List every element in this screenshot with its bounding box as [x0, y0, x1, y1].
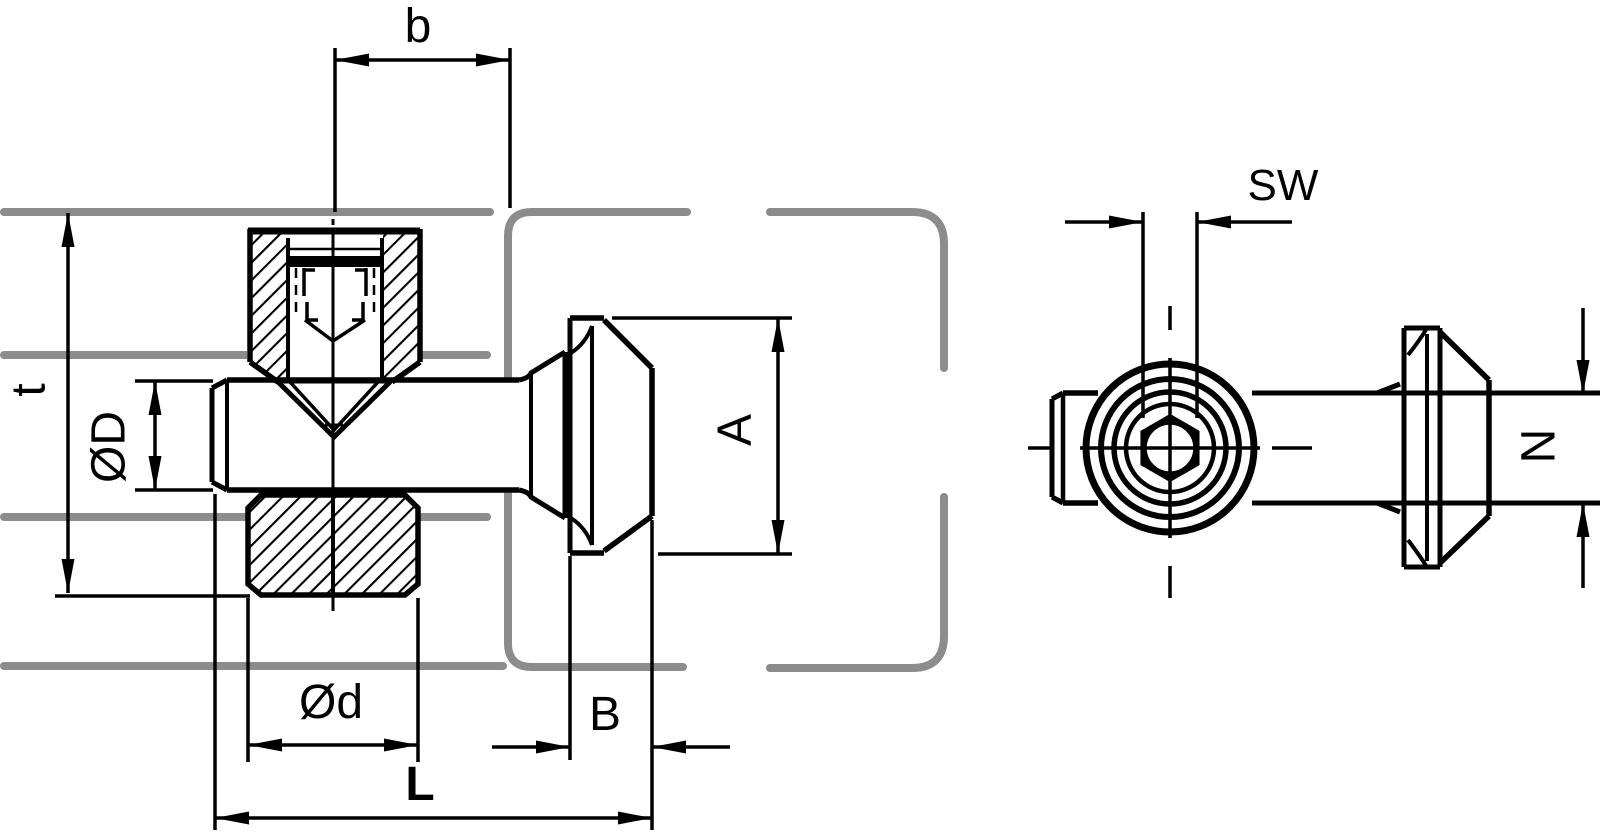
neck-flare-bottom: [518, 487, 567, 521]
dim-b-arrow-left: [335, 53, 369, 67]
end-view-centerlines: [1028, 306, 1312, 598]
shaft-outline: [209, 349, 567, 521]
dim-L: L: [213, 494, 652, 830]
end-cone-bottom: [1438, 514, 1491, 565]
dim-D-arrow-down: [148, 456, 162, 490]
thread-hook-upper-left: [302, 268, 315, 296]
dim-label-b: b: [405, 0, 432, 53]
dim-label-t: t: [3, 383, 56, 396]
dim-thread-diameter: Ød: [246, 598, 420, 762]
end-cone-top: [1438, 330, 1491, 382]
dim-b-arrow-right: [476, 53, 510, 67]
dim-b: b: [333, 0, 512, 212]
dim-d-arrow-left: [248, 738, 282, 752]
hatch-left-wall: [251, 232, 287, 380]
head-cone-top: [602, 318, 654, 370]
dim-SW-arrow-left: [1109, 215, 1143, 229]
dim-SW-arrow-right: [1197, 215, 1231, 229]
shaft-end-chamfer-bottom: [210, 479, 229, 493]
dim-B: B: [492, 520, 730, 830]
shaft-end-chamfer-top: [210, 377, 229, 391]
dim-label-B: B: [589, 688, 621, 741]
neck-flare-top: [518, 349, 567, 383]
thread-section-bar: [290, 256, 380, 267]
dim-t: t: [3, 213, 250, 598]
dim-A-arrow-up: [771, 318, 785, 352]
hatch-right-wall: [383, 232, 419, 380]
profile-slot-right-upper: [766, 208, 948, 372]
dim-L-arrow-left: [215, 811, 249, 825]
dim-t-arrow-up: [61, 213, 75, 247]
dim-D-arrow-up: [148, 381, 162, 415]
dim-N-arrow-down: [1576, 360, 1590, 394]
front-view: [209, 219, 655, 611]
dim-A-arrow-down: [771, 520, 785, 554]
end-flange-arc-bottom: [1406, 538, 1429, 569]
thread-hook-upper-right: [355, 268, 368, 296]
dim-SW: SW: [1065, 161, 1319, 418]
end-view: [1028, 306, 1600, 598]
dim-d-arrow-right: [384, 738, 418, 752]
dim-A: A: [612, 316, 792, 556]
end-shaft-lines: [1252, 390, 1600, 506]
dim-t-arrow-down: [61, 559, 75, 593]
dim-B-arrow-left: [536, 740, 570, 754]
dim-label-D: ØD: [83, 411, 136, 483]
dim-label-L: L: [405, 758, 434, 811]
dim-shaft-diameter: ØD: [83, 379, 213, 492]
shaft-fill: [210, 378, 535, 492]
dim-label-A: A: [709, 414, 762, 446]
dim-L-arrow-right: [618, 811, 652, 825]
dim-N-arrow-up: [1576, 503, 1590, 537]
dim-label-SW: SW: [1248, 161, 1319, 210]
dim-label-d: Ød: [299, 676, 363, 729]
t-head-outline: [562, 315, 655, 556]
dim-B-arrow-right: [652, 740, 686, 754]
dim-N: N: [1513, 308, 1590, 588]
head-cone-bottom: [602, 513, 654, 554]
dim-label-N: N: [1513, 429, 1566, 464]
end-flange-arc-top: [1406, 326, 1429, 357]
upper-nut-hatching: [251, 232, 419, 380]
profile-slot-right-lower: [766, 493, 948, 672]
